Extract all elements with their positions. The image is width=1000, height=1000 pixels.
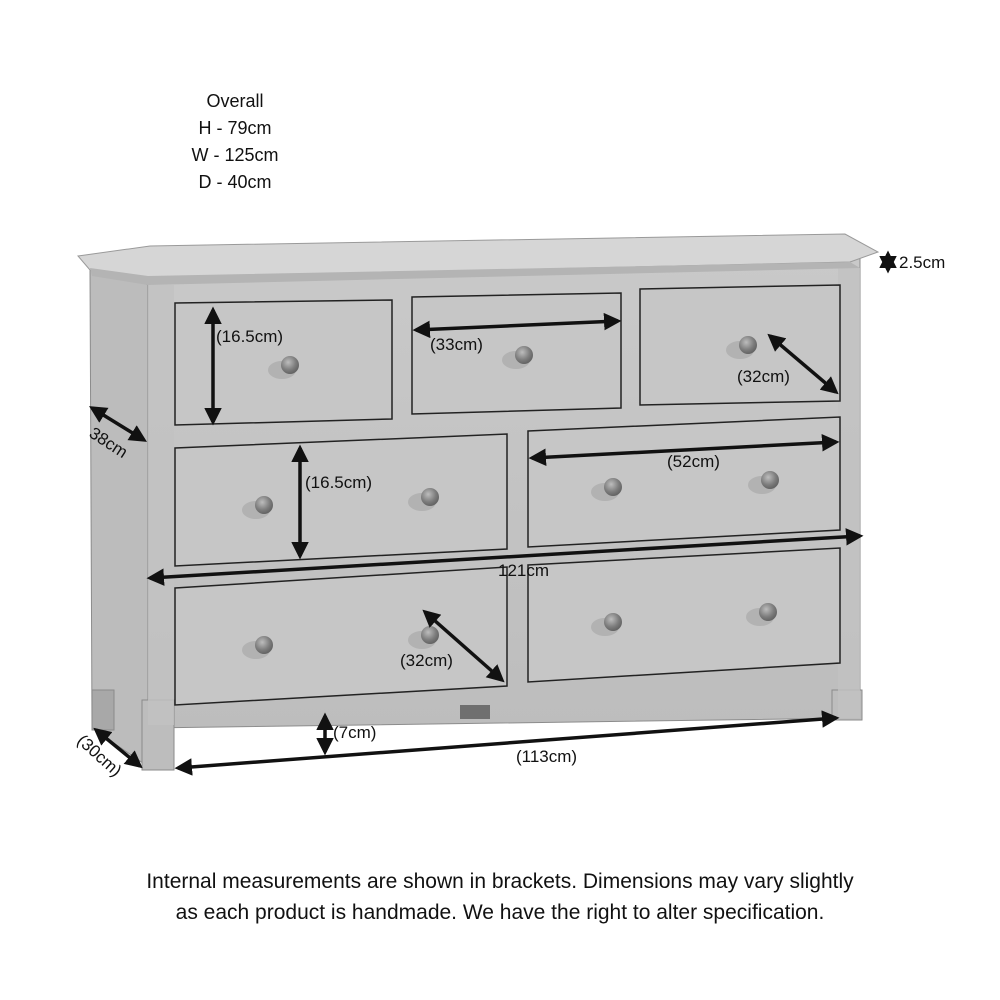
overall-height: H - 79cm xyxy=(198,118,272,138)
knob-icon xyxy=(604,613,622,631)
drawer-middle-right xyxy=(527,416,841,548)
arrow-drawer-tr-depth xyxy=(767,333,839,395)
overall-depth: D - 40cm xyxy=(198,172,272,192)
arrow-drawer-bl-depth xyxy=(422,609,505,683)
arrow-leg-span xyxy=(174,710,840,776)
disclaimer-line-2: as each product is handmade. We have the… xyxy=(175,901,825,924)
label-drawer-mr-width: (52cm) xyxy=(667,452,720,471)
label-drawer-bl-depth: (32cm) xyxy=(400,651,453,670)
label-leg-clearance: (7cm) xyxy=(333,723,376,742)
label-drawer-tm-width: (33cm) xyxy=(430,335,483,354)
label-internal-width: 121cm xyxy=(498,561,549,580)
overall-width: W - 125cm xyxy=(191,145,279,165)
label-top-thickness: 2.5cm xyxy=(899,253,945,272)
knob-icon xyxy=(759,603,777,621)
drawer-middle-left xyxy=(174,433,508,567)
disclaimer: Internal measurements are shown in brack… xyxy=(40,866,960,928)
arrow-drawer-mr-width xyxy=(528,433,840,467)
knob-icon xyxy=(515,346,533,364)
drawer-bottom-right xyxy=(527,547,841,683)
disclaimer-line-1: Internal measurements are shown in brack… xyxy=(146,870,854,893)
overall-dimensions: Overall H - 79cm W - 125cm D - 40cm xyxy=(160,88,310,196)
label-leg-span: (113cm) xyxy=(516,747,577,766)
overall-title: Overall xyxy=(206,91,264,111)
knob-icon xyxy=(421,488,439,506)
arrow-leg-depth xyxy=(93,727,143,769)
arrow-drawer-tm-width xyxy=(412,312,622,339)
knob-icon xyxy=(421,626,439,644)
drawer-bottom-left xyxy=(174,566,508,706)
knob-icon xyxy=(604,478,622,496)
drawer-knobs xyxy=(242,336,779,659)
label-drawer-tl-height: (16.5cm) xyxy=(216,327,283,346)
knob-icon xyxy=(761,471,779,489)
knob-icon xyxy=(255,636,273,654)
knob-icon xyxy=(281,356,299,374)
arrow-side-depth xyxy=(89,406,147,442)
knob-icon xyxy=(255,496,273,514)
label-drawer-ml-height: (16.5cm) xyxy=(305,473,372,492)
knob-icon xyxy=(739,336,757,354)
arrow-internal-width xyxy=(146,528,864,586)
label-drawer-tr-depth: (32cm) xyxy=(737,367,790,386)
cabinet-top xyxy=(77,233,880,285)
dimension-arrows xyxy=(89,250,897,776)
